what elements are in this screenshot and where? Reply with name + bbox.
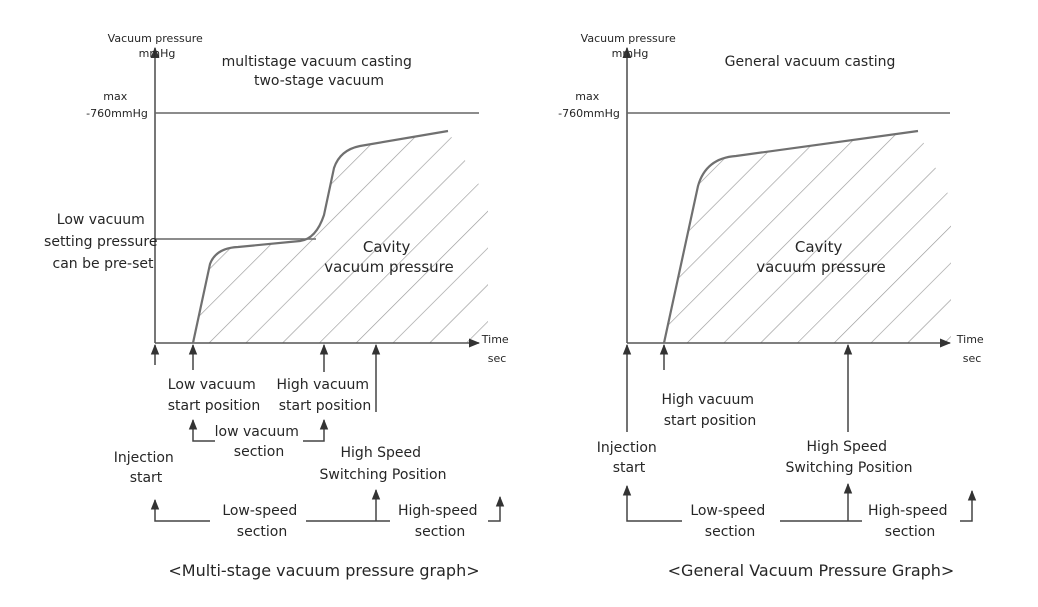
right-caption: <General Vacuum Pressure Graph> xyxy=(668,561,955,580)
left-high-speed-bracket-right xyxy=(488,495,505,522)
left-cavity-hatch xyxy=(193,131,488,343)
right-high-speed-bracket-right xyxy=(960,489,977,522)
left-cavity-label: Cavity vacuum pressure xyxy=(324,238,454,276)
right-x-label: Time sec xyxy=(956,333,987,365)
right-max-label: max -760mmHg xyxy=(558,90,620,120)
left-caption: <Multi-stage vacuum pressure graph> xyxy=(168,561,479,580)
right-low-speed-bracket xyxy=(622,484,682,522)
left-high-speed-switch-label: High Speed Switching Position xyxy=(320,445,447,483)
right-y-label: Vacuum pressure mmHg xyxy=(581,32,680,60)
left-low-vac-section-label: low vacuum section xyxy=(215,424,304,460)
left-low-speed-label: Low-speed section xyxy=(222,503,301,540)
left-low-vac-section-bracket-left xyxy=(188,418,215,442)
left-injection-start-label: Injection start xyxy=(114,450,178,486)
right-injection-start-label: Injection start xyxy=(597,440,661,476)
left-high-vac-start-label: High vacuum start position xyxy=(276,377,373,414)
right-cavity-hatch xyxy=(664,131,951,343)
right-high-vac-start-label: High vacuum start position xyxy=(661,392,758,429)
right-low-speed-label: Low-speed section xyxy=(690,503,769,540)
left-low-speed-bracket xyxy=(150,498,210,522)
right-pressure-curve xyxy=(662,129,919,344)
left-x-label: Time sec xyxy=(481,333,512,365)
left-pressure-curve xyxy=(191,129,449,344)
right-chart-title: General vacuum casting xyxy=(725,54,896,70)
left-y-label: Vacuum pressure mmHg xyxy=(108,32,207,60)
general-graph: Vacuum pressure mmHg General vacuum cast… xyxy=(558,32,987,580)
right-cavity-label: Cavity vacuum pressure xyxy=(756,238,886,276)
left-low-vac-section-bracket-right xyxy=(303,418,329,442)
left-low-setting-label: Low vacuum setting pressure can be pre-s… xyxy=(44,212,162,272)
left-low-vac-start-label: Low vacuum start position xyxy=(168,377,261,414)
multistage-graph: Vacuum pressure mmHg multistage vacuum c… xyxy=(44,32,512,580)
left-max-label: max -760mmHg xyxy=(86,90,148,120)
right-high-speed-label: High-speed section xyxy=(868,503,952,540)
left-high-speed-label: High-speed section xyxy=(398,503,482,540)
right-high-speed-switch-label: High Speed Switching Position xyxy=(786,439,913,476)
left-chart-title: multistage vacuum casting two-stage vacu… xyxy=(222,54,417,89)
